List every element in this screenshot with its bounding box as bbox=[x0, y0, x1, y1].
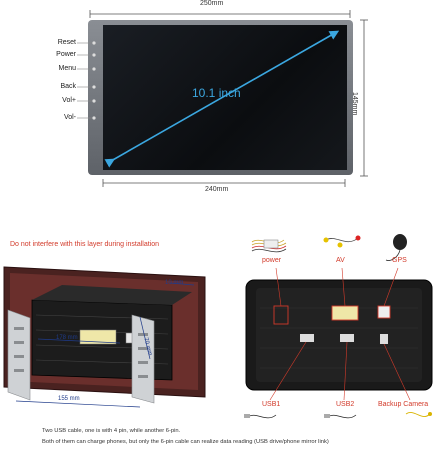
button-label-vol-down: Vol- bbox=[63, 114, 76, 121]
diagonal-label: 10.1 inch bbox=[192, 86, 241, 100]
dim-178mm-label: 178 mm bbox=[56, 335, 78, 341]
installation-diagram: 10 mm 178 mm 70 mm 155 mm bbox=[0, 255, 220, 415]
label-gps: GPS bbox=[392, 257, 407, 264]
warning-text: Do not interfere with this layer during … bbox=[10, 241, 160, 248]
button-label-menu: Menu bbox=[58, 65, 76, 72]
diagonal-arrow bbox=[104, 30, 340, 168]
rear-panel-illustration bbox=[244, 234, 433, 419]
footer-line-2: Both of them can charge phones, but only… bbox=[42, 439, 329, 445]
installation-illustration bbox=[3, 266, 206, 408]
label-usb1: USB1 bbox=[262, 401, 281, 408]
rear-panel-diagram: power AV GPS USB1 USB2 Backup Camera bbox=[240, 228, 437, 428]
button-leader-lines bbox=[77, 41, 96, 120]
button-label-vol-up: Vol+ bbox=[62, 97, 76, 104]
button-label-back: Back bbox=[60, 83, 76, 90]
top-width-dimension-line bbox=[89, 10, 351, 18]
label-usb2: USB2 bbox=[336, 401, 355, 408]
front-view: 250mm 145mm 10.1 inch Reset Power Menu B… bbox=[0, 0, 437, 200]
height-dimension-line bbox=[360, 19, 368, 177]
top-width-label: 250mm bbox=[200, 0, 224, 7]
label-av: AV bbox=[336, 257, 345, 264]
button-label-reset: Reset bbox=[57, 39, 76, 46]
footer-line-1: Two USB cable, one is with 4 pin, while … bbox=[42, 428, 181, 434]
label-power: power bbox=[262, 257, 282, 264]
dim-155mm-label: 155 mm bbox=[58, 396, 80, 402]
button-label-power: Power bbox=[56, 51, 76, 58]
bottom-width-dimension-line bbox=[102, 179, 346, 187]
label-backup-camera: Backup Camera bbox=[378, 401, 429, 408]
dim-10mm-label: 10 mm bbox=[165, 280, 184, 286]
bottom-width-label: 240mm bbox=[205, 186, 229, 193]
